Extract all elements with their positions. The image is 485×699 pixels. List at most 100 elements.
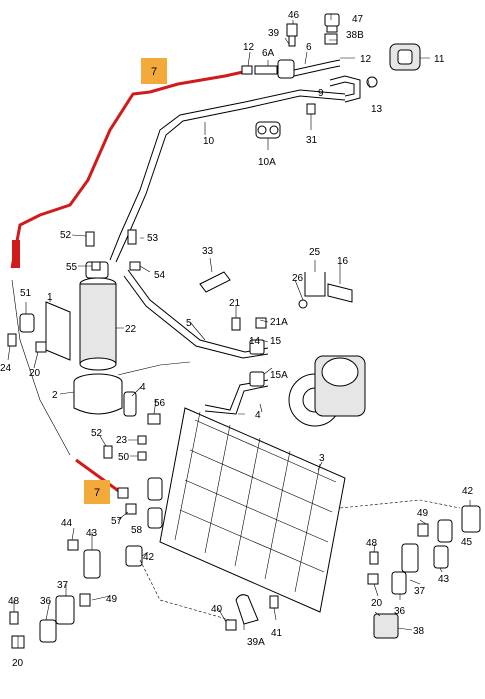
label-5: 5 [186, 318, 192, 329]
bolt-52-top[interactable] [85, 231, 95, 247]
label-1: 1 [47, 292, 53, 303]
label-52-top: 52 [60, 230, 72, 241]
label-49-left: 49 [106, 594, 118, 605]
label-56: 56 [154, 398, 166, 409]
label-13: 13 [371, 104, 383, 115]
label-12-right: 12 [360, 54, 372, 65]
bracket-37-left[interactable] [55, 595, 75, 625]
part-number-labels: 46 47 39 38B 12 6A 6 12 11 9 13 31 10 10… [0, 10, 474, 669]
label-48-right: 48 [366, 538, 378, 549]
hose-10[interactable] [109, 89, 346, 261]
bracket-42-left[interactable] [125, 545, 143, 567]
dash-right [339, 499, 461, 509]
bracket-36-left[interactable] [39, 619, 57, 643]
bracket-43-left[interactable] [83, 549, 101, 579]
oring-54[interactable] [129, 261, 141, 271]
label-6: 6 [306, 42, 312, 53]
label-3: 3 [319, 453, 325, 464]
valve-38b[interactable] [324, 33, 338, 45]
valve-4-left[interactable] [123, 391, 137, 417]
label-15A: 15A [270, 370, 288, 381]
hose-7-lower-highlight[interactable] [75, 458, 121, 494]
bolt-40[interactable] [225, 619, 237, 631]
hose-2-line [117, 361, 191, 376]
fitting-15a[interactable] [249, 371, 265, 387]
hose-7-upper-highlight[interactable] [10, 70, 244, 269]
label-38: 38 [413, 626, 425, 637]
label-24: 24 [0, 363, 12, 374]
label-12-top: 12 [243, 42, 255, 53]
plug-51[interactable] [19, 313, 35, 333]
bracket-1[interactable] [45, 301, 71, 361]
callout-7-lower[interactable]: 7 [84, 480, 110, 504]
bracket-43-right-top[interactable] [437, 519, 453, 543]
bracket-43-right[interactable] [433, 545, 449, 569]
label-23: 23 [116, 435, 128, 446]
label-10: 10 [203, 136, 215, 147]
cap-56[interactable] [147, 413, 161, 425]
oring-13[interactable] [366, 76, 378, 88]
label-39A: 39A [247, 637, 265, 648]
label-14: 14 [249, 336, 261, 347]
bolt-52-bottom[interactable] [103, 445, 113, 459]
bolt-24[interactable] [7, 333, 17, 347]
bolt-48-left[interactable] [9, 611, 19, 625]
valve-53[interactable] [127, 229, 137, 245]
bolt-31[interactable] [306, 103, 316, 115]
hose-5[interactable] [127, 269, 269, 353]
label-45: 45 [461, 537, 473, 548]
label-4-right: 4 [255, 410, 261, 421]
bracket-38[interactable] [373, 613, 399, 639]
callout-7-upper[interactable]: 7 [141, 58, 167, 84]
bracket-42-right[interactable] [461, 505, 481, 533]
bolt-41[interactable] [269, 595, 279, 609]
bracket-39a[interactable] [235, 594, 259, 625]
receiver-drier-22[interactable] [79, 261, 117, 371]
compressor[interactable] [288, 355, 366, 427]
cap-47[interactable] [324, 13, 340, 33]
bolt-20-right[interactable] [367, 573, 379, 585]
bolt-21[interactable] [231, 317, 241, 331]
label-42-top-right: 42 [462, 486, 474, 497]
nut-23[interactable] [137, 435, 147, 445]
label-25: 25 [309, 247, 321, 258]
condenser-3[interactable] [147, 407, 346, 613]
nut-26[interactable] [298, 299, 308, 309]
bracket-37-right[interactable] [401, 543, 419, 573]
nut-50[interactable] [137, 451, 147, 461]
bracket-11[interactable] [389, 43, 421, 71]
label-20-right: 20 [371, 598, 383, 609]
label-2: 2 [52, 390, 58, 401]
oring-55[interactable] [91, 261, 101, 271]
clip-49-right[interactable] [417, 523, 429, 537]
valve-57[interactable] [117, 487, 129, 499]
label-47: 47 [352, 14, 364, 25]
bolt-48-right[interactable] [369, 551, 379, 565]
valve-21a[interactable] [255, 317, 267, 329]
bolt-44[interactable] [67, 539, 79, 551]
clip-33[interactable] [199, 271, 231, 293]
clamp-2[interactable] [73, 373, 123, 415]
label-40: 40 [211, 604, 223, 615]
valve-46[interactable] [286, 23, 298, 47]
clip-10a[interactable] [255, 121, 281, 139]
label-37-right: 37 [414, 586, 426, 597]
label-38B: 38B [346, 30, 364, 41]
bracket-16[interactable] [327, 283, 353, 303]
label-44: 44 [61, 518, 73, 529]
label-53: 53 [147, 233, 159, 244]
label-36-right: 36 [394, 606, 406, 617]
fitting-14[interactable] [249, 339, 265, 355]
callout-7-lower-label: 7 [94, 487, 100, 499]
clip-49-left[interactable] [79, 593, 91, 607]
label-37-left: 37 [57, 580, 69, 591]
label-52-bottom: 52 [91, 428, 103, 439]
label-57: 57 [111, 516, 123, 527]
bracket-36-right[interactable] [391, 571, 407, 595]
oring-58[interactable] [125, 503, 137, 515]
bolt-20-left[interactable] [35, 341, 47, 353]
fitting-6-assembly[interactable] [241, 59, 341, 79]
pipe-9[interactable] [329, 75, 361, 103]
clamp-25[interactable] [304, 272, 326, 297]
